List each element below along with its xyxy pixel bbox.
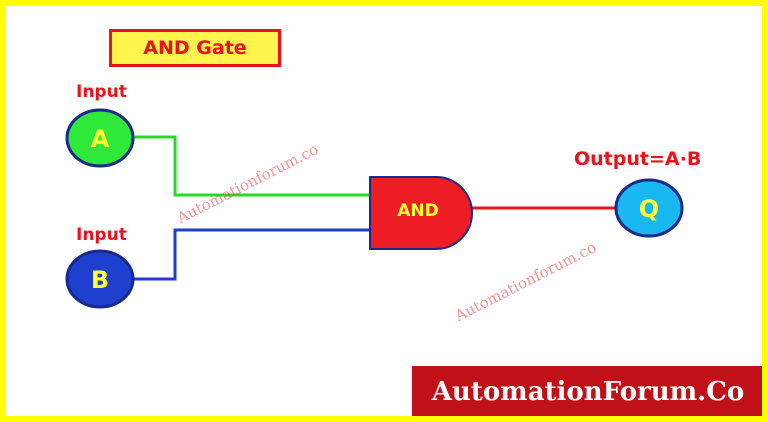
brand-text: AutomationForum.Co bbox=[431, 376, 745, 407]
input-a-label: A bbox=[91, 125, 110, 153]
and-gate-label: AND bbox=[397, 201, 439, 221]
title-box: AND Gate bbox=[109, 29, 281, 67]
input-a-node: A bbox=[65, 108, 135, 168]
brand-banner: AutomationForum.Co bbox=[412, 366, 762, 416]
wire-input-b bbox=[134, 228, 370, 281]
input-a-caption: Input bbox=[76, 82, 127, 102]
output-caption: Output=A·B bbox=[574, 148, 702, 170]
wire-input-a bbox=[134, 135, 370, 197]
input-b-node: B bbox=[65, 249, 135, 309]
and-gate: AND bbox=[369, 176, 473, 250]
input-b-caption: Input bbox=[76, 225, 127, 245]
input-b-label: B bbox=[91, 266, 109, 294]
diagram-title: AND Gate bbox=[143, 37, 247, 59]
logic-diagram: A B AND Q bbox=[65, 108, 684, 309]
output-q-label: Q bbox=[639, 195, 659, 223]
output-q-node: Q bbox=[614, 178, 684, 238]
